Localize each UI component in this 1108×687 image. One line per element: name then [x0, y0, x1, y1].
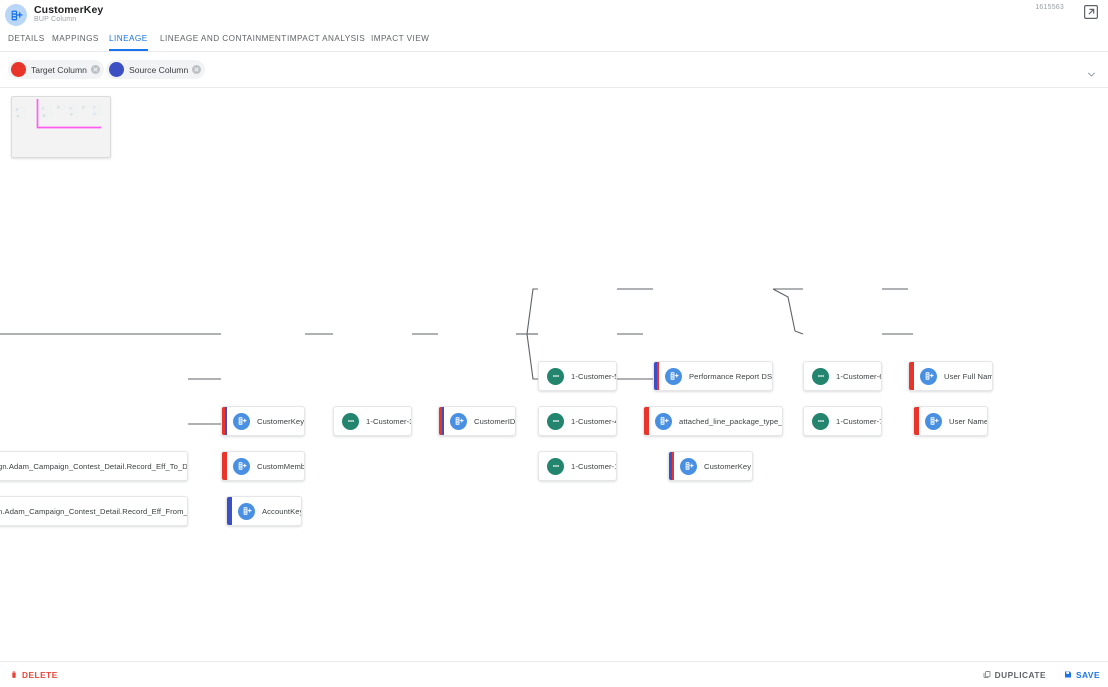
node-label: n.Adam_Campaign_Contest_Detail.Record_Ef…	[0, 506, 188, 516]
column-plus-icon	[5, 4, 27, 26]
graph-node[interactable]: User Name	[913, 406, 988, 436]
external-link-icon[interactable]	[1082, 3, 1100, 21]
ellipsis-icon	[812, 412, 829, 430]
graph-node[interactable]: User Full Name	[908, 361, 993, 391]
close-circle-icon[interactable]	[90, 65, 100, 74]
graph-edges	[0, 288, 913, 425]
node-accent-bar	[669, 452, 674, 480]
close-circle-icon[interactable]	[192, 65, 202, 74]
node-label: User Full Name	[944, 371, 993, 381]
page-title: CustomerKey	[34, 4, 104, 16]
node-accent-bar	[439, 407, 444, 435]
page-subtitle: BUP Column	[34, 16, 77, 23]
node-accent-bar	[227, 497, 232, 525]
graph-node[interactable]: CustomMembers	[221, 451, 305, 481]
node-label: AccountKey	[262, 506, 302, 516]
node-accent-bar	[644, 407, 649, 435]
node-label: gn.Adam_Campaign_Contest_Detail.Record_E…	[0, 461, 188, 471]
chevron-down-icon[interactable]	[1087, 66, 1096, 77]
tab-mappings[interactable]: MAPPINGS	[52, 34, 99, 43]
graph-node[interactable]: 1-Customer-6	[803, 361, 882, 391]
delete-button[interactable]: DELETE	[10, 667, 58, 682]
save-disk-icon	[1064, 670, 1072, 679]
graph-node[interactable]: 1-Customer-4	[538, 406, 617, 436]
node-label: CustomMembers	[257, 461, 305, 471]
delete-label: DELETE	[22, 669, 58, 680]
graph-minimap[interactable]	[11, 96, 111, 158]
tab-bar: DETAILS MAPPINGS LINEAGE LINEAGE AND CON…	[0, 31, 1108, 51]
node-label: 1-Customer-1	[571, 461, 617, 471]
column-plus-icon	[450, 412, 467, 430]
graph-node[interactable]: 1-Customer-7	[803, 406, 882, 436]
ellipsis-icon	[547, 367, 564, 385]
graph-node[interactable]: gn.Adam_Campaign_Contest_Detail.Record_E…	[0, 451, 188, 481]
tab-details[interactable]: DETAILS	[8, 34, 45, 43]
lineage-canvas[interactable]: gn.Adam_Campaign_Contest_Detail.Record_E…	[0, 87, 1108, 662]
save-label: SAVE	[1076, 669, 1100, 680]
filter-bar: Target Column Source Column	[0, 52, 1108, 87]
node-label: 1-Customer-6	[836, 371, 882, 381]
ellipsis-icon	[547, 457, 564, 475]
page-header: CustomerKey BUP Column 1615563	[0, 0, 1108, 30]
trash-icon	[10, 670, 18, 679]
filter-chip-target-column[interactable]: Target Column	[8, 60, 104, 79]
graph-node[interactable]: Performance Report DSU	[653, 361, 773, 391]
node-accent-bar	[222, 452, 227, 480]
column-plus-icon	[665, 367, 682, 385]
column-plus-icon	[238, 502, 255, 520]
graph-node[interactable]: n.Adam_Campaign_Contest_Detail.Record_Ef…	[0, 496, 188, 526]
target-color-dot	[11, 62, 26, 77]
column-plus-icon	[233, 457, 250, 475]
column-plus-icon	[233, 412, 250, 430]
node-label: User Name	[949, 416, 988, 426]
node-label: 1-Customer-7	[836, 416, 882, 426]
node-label: CustomerKey	[257, 416, 305, 426]
node-label: 1-Customer-5	[571, 371, 617, 381]
tab-bar-divider	[0, 51, 1108, 52]
node-accent-bar	[914, 407, 919, 435]
node-label: CustomerKey	[704, 461, 752, 471]
column-plus-icon	[925, 412, 942, 430]
graph-node[interactable]: AccountKey	[226, 496, 302, 526]
tab-impact-view[interactable]: IMPACT VIEW	[371, 34, 430, 43]
filter-chip-label: Target Column	[31, 64, 87, 75]
column-plus-icon	[655, 412, 672, 430]
duplicate-label: DUPLICATE	[994, 669, 1046, 680]
node-label: 1-Customer-4	[571, 416, 617, 426]
record-id: 1615563	[1035, 4, 1064, 11]
node-label: Performance Report DSU	[689, 371, 773, 381]
action-bar: DELETE DUPLICATE SAVE	[0, 662, 1108, 687]
node-label: attached_line_package_type_id	[679, 416, 783, 426]
tab-impact-analysis[interactable]: IMPACT ANALYSIS	[287, 34, 366, 43]
graph-node[interactable]: CustomerKey	[668, 451, 753, 481]
tab-lineage-and-containment[interactable]: LINEAGE AND CONTAINMENT	[160, 34, 287, 43]
save-button[interactable]: SAVE	[1064, 667, 1100, 682]
graph-node[interactable]: 1-Customer-1	[538, 451, 617, 481]
node-accent-bar	[654, 362, 659, 390]
graph-node[interactable]: CustomerKey	[221, 406, 305, 436]
source-color-dot	[109, 62, 124, 77]
graph-node[interactable]: attached_line_package_type_id	[643, 406, 783, 436]
column-plus-icon	[680, 457, 697, 475]
filter-chip-source-column[interactable]: Source Column	[106, 60, 206, 79]
graph-node[interactable]: 1-Customer-5	[538, 361, 617, 391]
ellipsis-icon	[342, 412, 359, 430]
copy-icon	[983, 670, 991, 679]
node-accent-bar	[909, 362, 914, 390]
node-label: CustomerID	[474, 416, 516, 426]
graph-node[interactable]: CustomerID	[438, 406, 516, 436]
ellipsis-icon	[547, 412, 564, 430]
ellipsis-icon	[812, 367, 829, 385]
filter-chip-label: Source Column	[129, 64, 189, 75]
column-plus-icon	[920, 367, 937, 385]
node-label: 1-Customer-3	[366, 416, 412, 426]
node-accent-bar	[222, 407, 227, 435]
graph-node[interactable]: 1-Customer-3	[333, 406, 412, 436]
duplicate-button[interactable]: DUPLICATE	[983, 667, 1046, 682]
tab-lineage[interactable]: LINEAGE	[109, 31, 148, 51]
